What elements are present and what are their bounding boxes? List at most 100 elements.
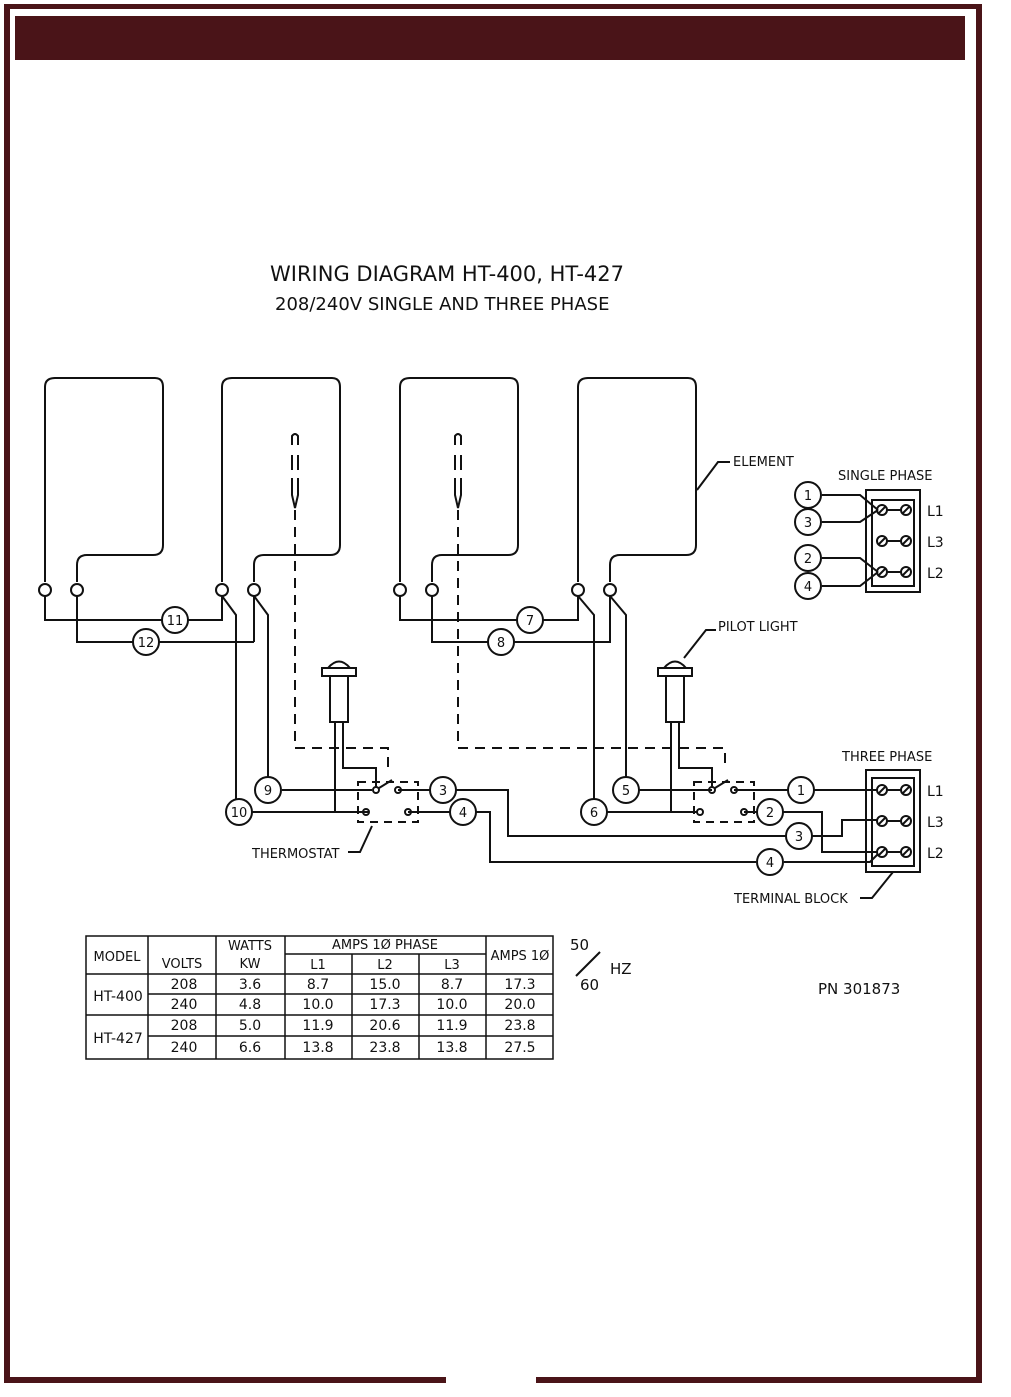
diagram-subtitle: 208/240V SINGLE AND THREE PHASE: [275, 294, 609, 315]
single-phase-wire-4: [822, 571, 879, 587]
table-rows: HT-400 208 3.6 8.7 15.0 8.7 17.3 240 4.8…: [93, 977, 535, 1056]
table-cell-kw: 6.6: [239, 1040, 261, 1056]
table-row: HT-400 208 3.6 8.7 15.0 8.7 17.3: [93, 977, 535, 1005]
thermostat-bulb-1: [291, 433, 299, 509]
wire-number-circles: [132, 481, 822, 876]
wire-6: [577, 595, 595, 800]
element-terminals: [38, 583, 617, 597]
table-row: 240 6.6 13.8 23.8 13.8 27.5: [171, 1040, 536, 1056]
table-header-amps-phase: AMPS 1Ø PHASE: [332, 938, 438, 953]
wire-number: 1: [797, 784, 805, 799]
single-phase-wire-2: [822, 557, 879, 573]
wire-number: 12: [138, 636, 155, 651]
table-cell-l2: 17.3: [369, 997, 400, 1013]
element-leader: [696, 461, 730, 491]
table-cell-l1: 10.0: [302, 997, 333, 1013]
capillary-2: [457, 510, 726, 770]
pilot-light-label: PILOT LIGHT: [718, 620, 798, 635]
three-phase-terminal-l3: L3: [927, 815, 944, 831]
table-cell-volts: 240: [171, 1040, 198, 1056]
table-cell-l2: 23.8: [369, 1040, 400, 1056]
hz-unit: HZ: [610, 960, 632, 978]
table-cell-amps: 27.5: [504, 1040, 535, 1056]
three-phase-terminal-l1: L1: [927, 784, 944, 800]
heating-element-1: [44, 377, 164, 582]
table-cell-kw: 4.8: [239, 997, 261, 1013]
wire-number: 3: [804, 516, 812, 531]
three-phase-label: THREE PHASE: [841, 750, 932, 765]
wire-number: 4: [459, 806, 467, 821]
single-phase-terminal-l3: L3: [927, 535, 944, 551]
table-cell-l3: 10.0: [436, 997, 467, 1013]
heating-element-2: [221, 377, 341, 582]
wire-number: 3: [439, 784, 447, 799]
wire-number: 5: [622, 784, 630, 799]
pilot-light-leader: [683, 629, 716, 659]
wire-number: 8: [497, 636, 505, 651]
pilot-light-1: [321, 660, 357, 723]
thermostat-label: THERMOSTAT: [251, 847, 339, 862]
part-number: PN 301873: [818, 980, 900, 998]
wire-5: [609, 595, 627, 778]
header-bar: [15, 16, 965, 60]
terminal-block-label: TERMINAL BLOCK: [733, 892, 848, 907]
heating-element-3: [399, 377, 519, 582]
single-phase-wire-1: [822, 494, 879, 511]
wire-number: 2: [766, 806, 774, 821]
frame-gap: [446, 1366, 536, 1386]
table-cell-amps: 20.0: [504, 997, 535, 1013]
wire-number: 11: [167, 614, 184, 629]
specs-table: [85, 935, 554, 1060]
thermostat-2-body: [693, 781, 755, 823]
table-header-l2: L2: [377, 958, 393, 973]
wire-number: 2: [804, 552, 812, 567]
wire-4-run: [476, 811, 756, 863]
single-phase-block: [865, 489, 921, 593]
table-header-volts: VOLTS: [162, 957, 203, 972]
terminal-block-leader: [860, 871, 894, 899]
pilot-light-2: [657, 660, 693, 723]
single-phase-terminal-l1: L1: [927, 504, 944, 520]
wire-number: 4: [766, 856, 774, 871]
table-row: HT-427 208 5.0 11.9 20.6 11.9 23.8: [93, 1018, 535, 1047]
table-cell-amps: 23.8: [504, 1018, 535, 1034]
hz-top: 50: [570, 936, 589, 954]
thermostat-leader: [348, 825, 373, 853]
table-header-kw: KW: [240, 957, 261, 972]
wire-number: 1: [804, 489, 812, 504]
wire-number: 10: [231, 806, 248, 821]
diagram-title: WIRING DIAGRAM HT-400, HT-427: [270, 262, 624, 286]
thermostat-2-wires: [606, 789, 712, 813]
table-cell-l3: 13.8: [436, 1040, 467, 1056]
heating-element-4: [577, 377, 697, 582]
thermostat-1-body: [357, 781, 419, 823]
table-cell-model: HT-400: [93, 989, 143, 1005]
table-cell-l1: 11.9: [302, 1018, 333, 1034]
table-row: 240 4.8 10.0 17.3 10.0 20.0: [171, 997, 536, 1013]
table-cell-l3: 11.9: [436, 1018, 467, 1034]
single-phase-label: SINGLE PHASE: [838, 469, 932, 484]
element-label: ELEMENT: [733, 455, 794, 470]
wire-number: 9: [264, 784, 272, 799]
single-phase-terminal-l2: L2: [927, 566, 944, 582]
table-cell-l3: 8.7: [441, 977, 463, 993]
table-cell-l2: 15.0: [369, 977, 400, 993]
table-header-amps-1: AMPS 1Ø: [491, 949, 550, 964]
table-cell-kw: 3.6: [239, 977, 261, 993]
thermostat-bulb-2: [454, 433, 462, 509]
table-header-l3: L3: [444, 958, 460, 973]
table-header-watts: WATTS: [228, 939, 272, 954]
wire-8: [431, 596, 611, 643]
table-cell-l1: 13.8: [302, 1040, 333, 1056]
wire-number: 7: [526, 614, 534, 629]
wire-12: [76, 596, 254, 643]
table-cell-l1: 8.7: [307, 977, 329, 993]
table-cell-volts: 208: [171, 1018, 198, 1034]
wire-number: 4: [804, 580, 812, 595]
wire-7: [399, 596, 579, 621]
hz-slash: [575, 951, 601, 977]
single-phase-wire-3: [822, 509, 879, 523]
table-cell-model: HT-427: [93, 1031, 143, 1047]
wire-number: 6: [590, 806, 598, 821]
